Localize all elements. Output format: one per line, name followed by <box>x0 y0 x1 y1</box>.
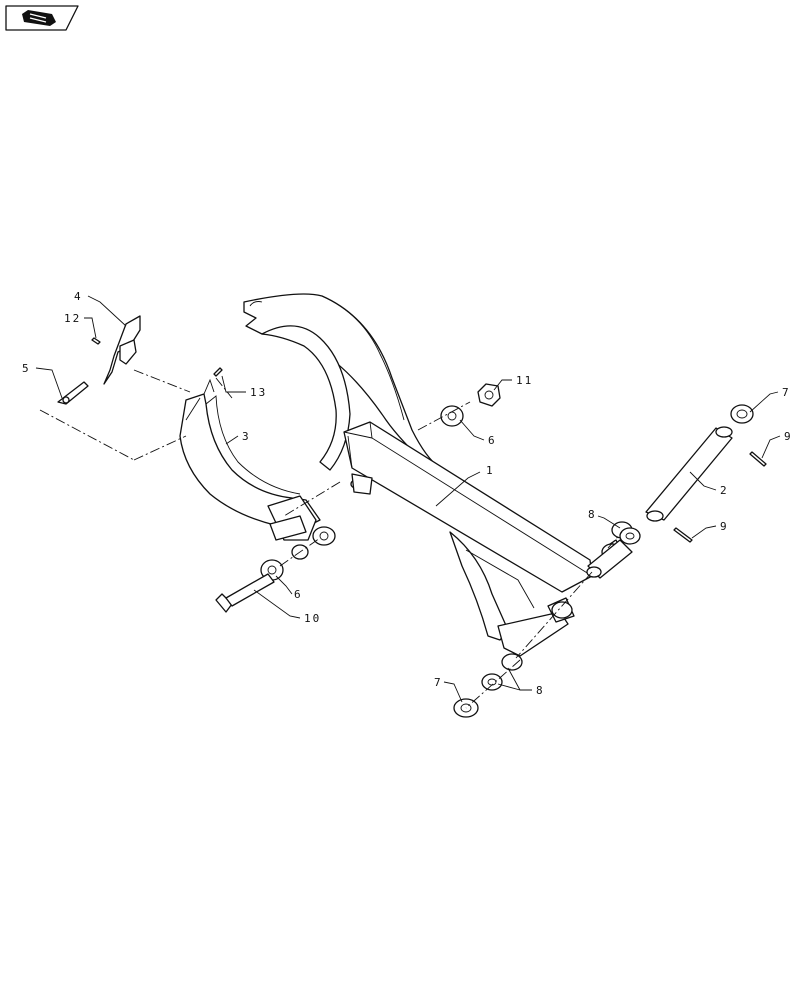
callout-9-lower[interactable]: 9 <box>720 520 729 533</box>
bolt-10 <box>215 573 275 613</box>
leader-lines <box>35 295 781 703</box>
callout-9-upper[interactable]: 9 <box>784 430 793 443</box>
callout-4[interactable]: 4 <box>74 290 83 303</box>
washer-7-upper <box>730 404 754 424</box>
lever-part <box>57 381 89 405</box>
callout-11[interactable]: 11 <box>516 374 533 387</box>
washer-6-upper <box>440 405 464 427</box>
diagram-nav-tab[interactable] <box>5 5 79 31</box>
assembly-centerlines <box>39 369 623 709</box>
latch-part <box>103 315 141 385</box>
callout-labels: 4 12 5 13 3 11 6 1 7 9 2 8 9 6 10 7 8 <box>22 290 793 697</box>
spacer-near-band <box>291 526 336 560</box>
callout-8-lower[interactable]: 8 <box>536 684 545 697</box>
callout-8-upper[interactable]: 8 <box>588 508 597 521</box>
washers-8-upper <box>611 521 641 545</box>
book-open-arrow-icon <box>22 10 56 26</box>
callout-12[interactable]: 12 <box>64 312 81 325</box>
washers-8-lower <box>481 653 523 691</box>
callout-5[interactable]: 5 <box>22 362 31 375</box>
clamp-band-part <box>179 378 321 541</box>
main-frame-part <box>243 293 623 657</box>
callout-6-lower[interactable]: 6 <box>294 588 303 601</box>
callout-2[interactable]: 2 <box>720 484 729 497</box>
pin-9-lower <box>673 527 693 543</box>
small-screws-12-13 <box>91 337 223 377</box>
callout-6-upper[interactable]: 6 <box>488 434 497 447</box>
pin-9-upper <box>749 451 767 467</box>
callout-3[interactable]: 3 <box>242 430 251 443</box>
callout-10[interactable]: 10 <box>304 612 321 625</box>
roller-tube-part <box>586 426 733 579</box>
callout-1[interactable]: 1 <box>486 464 495 477</box>
callout-13[interactable]: 13 <box>250 386 267 399</box>
callout-7-upper[interactable]: 7 <box>782 386 791 399</box>
callout-7-lower[interactable]: 7 <box>434 676 443 689</box>
